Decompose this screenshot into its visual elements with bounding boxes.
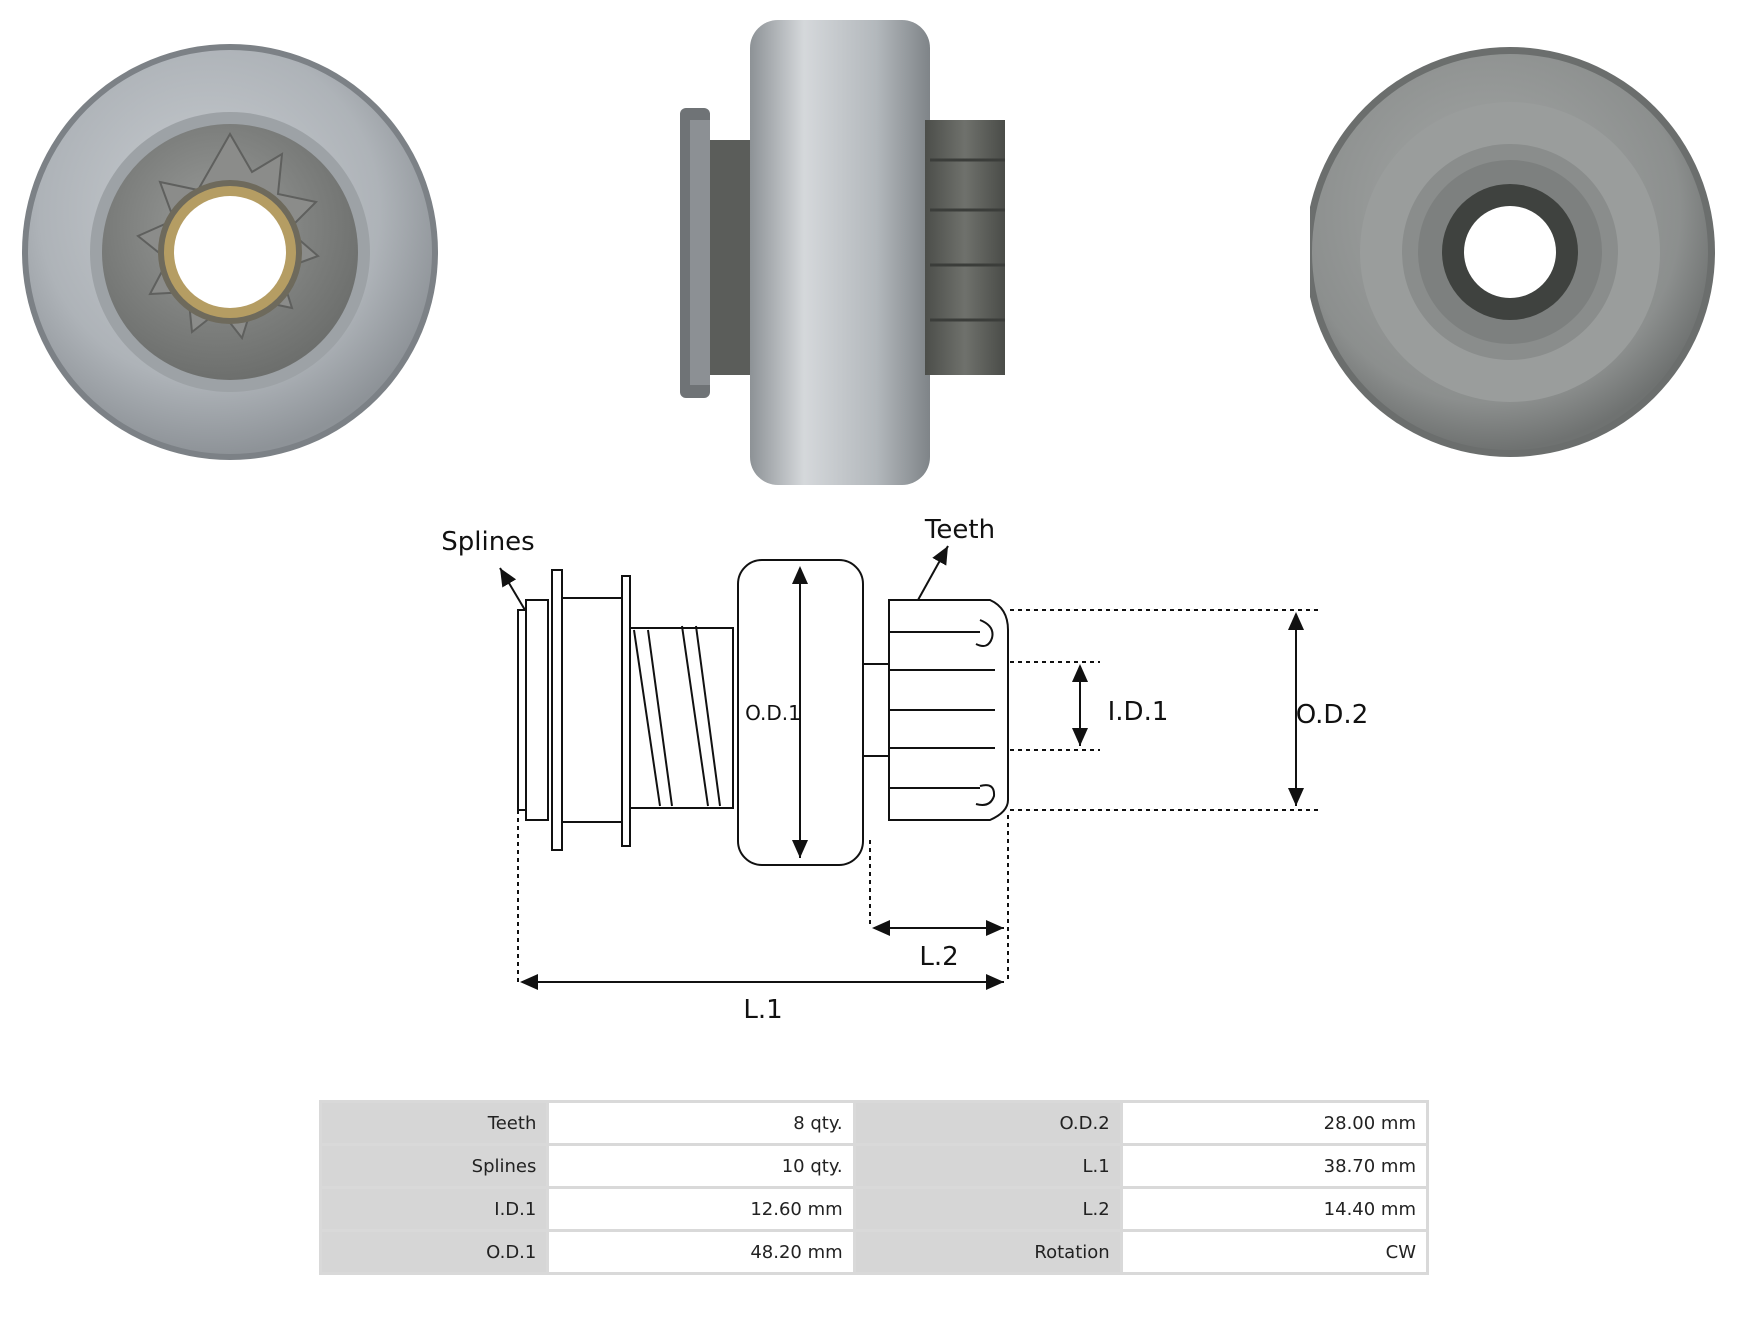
table-row: Splines 10 qty. L.1 38.70 mm [322, 1146, 1426, 1186]
id1-label: I.D.1 [1108, 697, 1169, 727]
spec-key: O.D.2 [855, 1103, 1120, 1143]
spec-value: 12.60 mm [549, 1189, 853, 1229]
back-view-photo [1310, 47, 1715, 457]
spec-value: 14.40 mm [1122, 1189, 1426, 1229]
dimension-diagram: Splines Teeth O.D.1 I.D.1 O.D.2 L.2 L.1 [441, 515, 1369, 1025]
l2-label: L.2 [919, 942, 958, 972]
spline-end-outline [517, 609, 527, 811]
teeth-callout: Teeth [924, 515, 995, 545]
table-row: O.D.1 48.20 mm Rotation CW [322, 1232, 1426, 1272]
spec-value: 38.70 mm [1122, 1146, 1426, 1186]
spec-key: Rotation [855, 1232, 1120, 1272]
spec-key: L.1 [855, 1146, 1120, 1186]
table-row: Teeth 8 qty. O.D.2 28.00 mm [322, 1103, 1426, 1143]
spec-key: I.D.1 [322, 1189, 547, 1229]
spec-key: O.D.1 [322, 1232, 547, 1272]
side-view-photo [680, 20, 1005, 485]
spec-value: 28.00 mm [1122, 1103, 1426, 1143]
spec-key: L.2 [855, 1189, 1120, 1229]
front-view-photo [22, 44, 438, 460]
spec-value: 48.20 mm [549, 1232, 853, 1272]
spec-key: Teeth [322, 1103, 547, 1143]
spec-key: Splines [322, 1146, 547, 1186]
pinion-outline [888, 599, 1009, 821]
od2-label: O.D.2 [1296, 700, 1369, 730]
table-row: I.D.1 12.60 mm L.2 14.40 mm [322, 1189, 1426, 1229]
od1-label: O.D.1 [745, 701, 801, 725]
splines-callout: Splines [441, 527, 534, 557]
l1-label: L.1 [743, 995, 782, 1025]
spec-value: 10 qty. [549, 1146, 853, 1186]
spec-table: Teeth 8 qty. O.D.2 28.00 mm Splines 10 q… [319, 1100, 1429, 1275]
spec-value: 8 qty. [549, 1103, 853, 1143]
spec-value: CW [1122, 1232, 1426, 1272]
